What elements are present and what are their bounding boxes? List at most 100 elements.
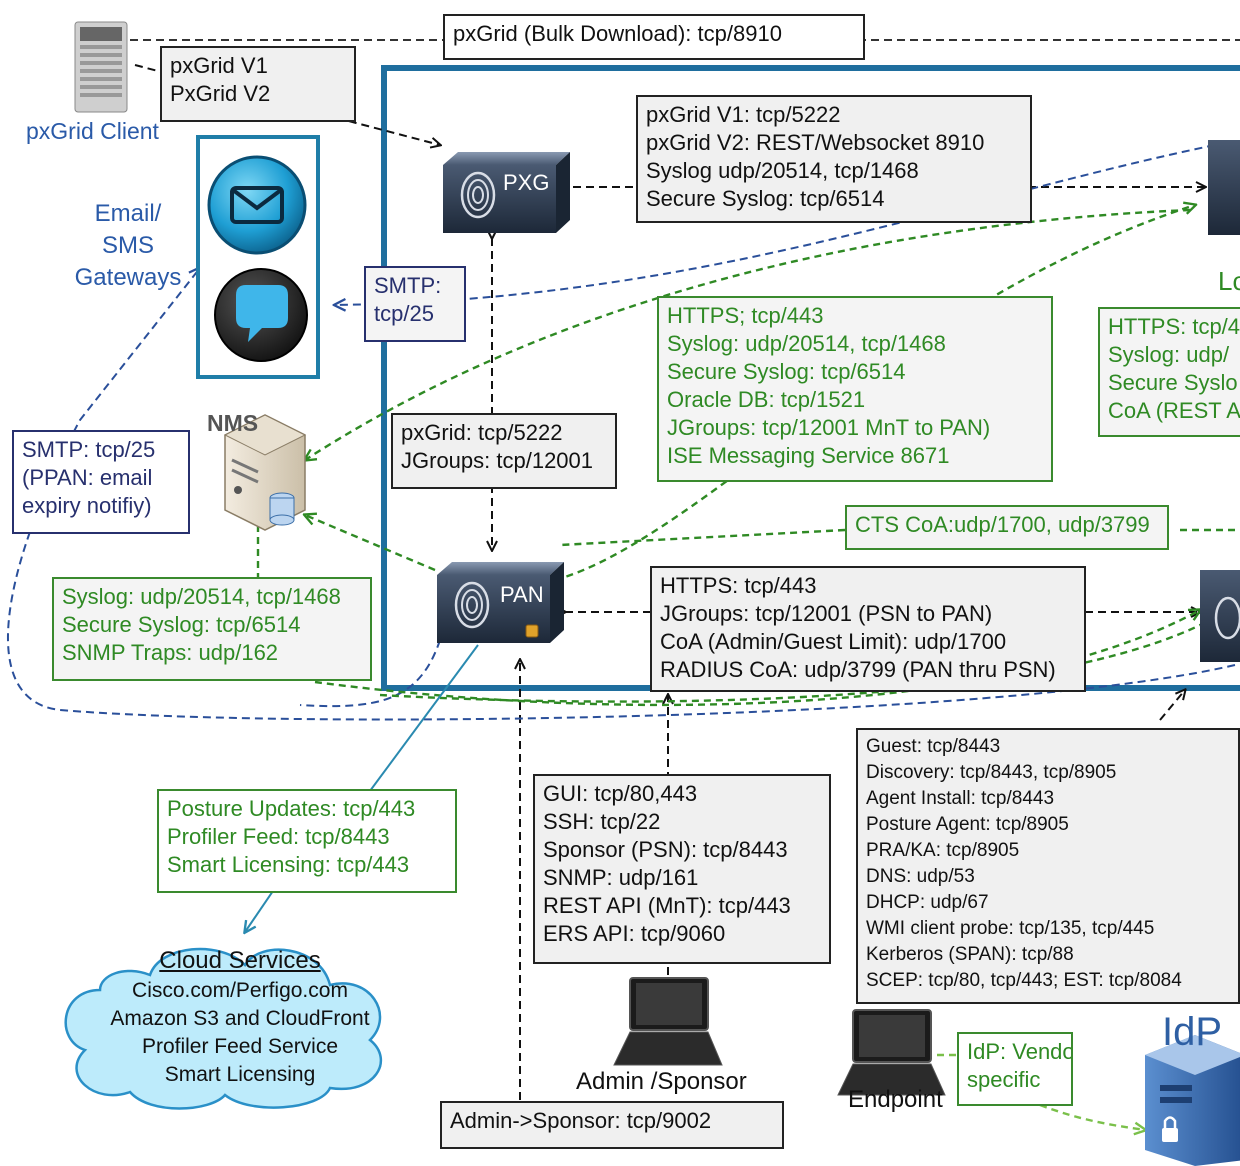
- pan-psn-line-4: RADIUS CoA: udp/3799 (PAN thru PSN): [660, 657, 1056, 682]
- pxg-ports-box: pxGrid V1: tcp/5222 pxGrid V2: REST/Webs…: [636, 95, 1032, 223]
- cloud-icon: [64, 947, 383, 1110]
- https-line-5: JGroups: tcp/12001 MnT to PAN): [667, 415, 991, 440]
- admin-port-1: GUI: tcp/80,443: [543, 781, 698, 806]
- email-sms-line-1: Email/: [94, 200, 162, 227]
- endpoint-label: Endpoint: [848, 1086, 943, 1113]
- nms-syslog-line-1: Syslog: udp/20514, tcp/1468: [62, 584, 341, 609]
- pxgrid-v1-text: pxGrid V1: [170, 53, 268, 78]
- nms-syslog-line-2: Secure Syslog: tcp/6514: [62, 612, 301, 637]
- cloud-title: Cloud Services: [159, 947, 321, 974]
- pxg-port-1: pxGrid V1: tcp/5222: [646, 102, 841, 127]
- endpoint-port-2: Discovery: tcp/8443, tcp/8905: [866, 762, 1117, 783]
- smtp-box: SMTP: tcp/25: [364, 266, 466, 342]
- connector-pan-psn-green: [559, 528, 1235, 547]
- connector-pan-cloud-2: [245, 887, 276, 932]
- admin-port-5: REST API (MnT): tcp/443: [543, 893, 791, 918]
- connector-endpoint-to-psn: [1159, 690, 1185, 721]
- cloud-line-4: Smart Licensing: [164, 1063, 316, 1086]
- pan-appliance-icon: [437, 562, 564, 643]
- endpoint-port-4: Posture Agent: tcp/8905: [866, 814, 1069, 835]
- https-line-2: Syslog: udp/20514, tcp/1468: [667, 331, 946, 356]
- pan-psn-line-2: JGroups: tcp/12001 (PSN to PAN): [660, 601, 993, 626]
- connector-psn-smtp: [335, 144, 1216, 305]
- endpoint-port-6: DNS: udp/53: [866, 866, 975, 887]
- bulk-download-text: pxGrid (Bulk Download): tcp/8910: [453, 21, 782, 46]
- pan-label: PAN: [500, 582, 544, 607]
- idp-label: IdP: [1162, 1010, 1223, 1054]
- cloud-line-2: Amazon S3 and CloudFront: [110, 1007, 370, 1030]
- pxg-port-2: pxGrid V2: REST/Websocket 8910: [646, 130, 985, 155]
- posture-line-1: Posture Updates: tcp/443: [167, 796, 416, 821]
- idp-vendor-line-1: IdP: Vendor: [967, 1039, 1073, 1064]
- psn-partial-label: Lc: [1218, 266, 1240, 296]
- pxgrid-v2-text: PxGrid V2: [170, 81, 271, 106]
- email-sms-line-2: SMS: [101, 232, 154, 259]
- pxgrid-jgroups-box: pxGrid: tcp/5222 JGroups: tcp/12001: [391, 413, 617, 489]
- email-sms-label: Email/ SMS Gateways: [60, 198, 196, 294]
- admin-port-2: SSH: tcp/22: [543, 809, 661, 834]
- idp-vendor-box: IdP: Vendor specific: [957, 1032, 1073, 1106]
- posture-line-3: Smart Licensing: tcp/443: [167, 852, 410, 877]
- nms-label: NMS: [207, 410, 259, 436]
- admin-port-3: Sponsor (PSN): tcp/8443: [543, 837, 788, 862]
- admin-port-6: ERS API: tcp/9060: [543, 921, 726, 946]
- server-icon: [74, 21, 128, 113]
- endpoint-laptop-icon: [837, 1009, 946, 1096]
- https-line-6: ISE Messaging Service 8671: [667, 443, 950, 468]
- https-line-1: HTTPS; tcp/443: [667, 303, 824, 328]
- cts-coa-box: CTS CoA:udp/1700, udp/3799: [845, 505, 1169, 550]
- pxgrid-jgroups-line-1: pxGrid: tcp/5222: [401, 420, 563, 445]
- nms-syslog-box: Syslog: udp/20514, tcp/1468 Secure Syslo…: [52, 577, 372, 681]
- endpoint-port-3: Agent Install: tcp/8443: [866, 788, 1055, 809]
- pxg-appliance-icon: [443, 152, 570, 233]
- endpoint-port-9: Kerberos (SPAN): tcp/88: [866, 944, 1074, 965]
- pan-psn-box: HTTPS: tcp/443 JGroups: tcp/12001 (PSN t…: [650, 566, 1086, 692]
- connector-psn-nms-green: [305, 208, 1191, 460]
- nms-server-icon: [223, 414, 307, 531]
- endpoint-port-7: DHCP: udp/67: [866, 892, 989, 913]
- endpoint-port-10: SCEP: tcp/80, tcp/443; EST: tcp/8084: [866, 970, 1182, 991]
- smtp-ppan-line-3: expiry notifiy): [22, 493, 152, 518]
- cloud-line-3: Profiler Feed Service: [141, 1035, 339, 1058]
- pan-psn-line-1: HTTPS: tcp/443: [660, 573, 817, 598]
- smtp-line-2: tcp/25: [374, 301, 434, 326]
- connector-ppan-email: [7, 268, 1236, 721]
- pxgrid-versions-box: pxGrid V1 PxGrid V2: [160, 46, 356, 122]
- pxgrid-jgroups-line-2: JGroups: tcp/12001: [401, 448, 594, 473]
- laptop-icon: [613, 977, 723, 1066]
- psn-partial-line-4: CoA (REST A: [1108, 398, 1240, 423]
- email-icon: [207, 155, 307, 255]
- psn-ports-partial-box: HTTPS: tcp/4 Syslog: udp/ Secure Syslo C…: [1098, 307, 1240, 437]
- psn-partial-line-3: Secure Syslo: [1108, 370, 1238, 395]
- pxg-port-4: Secure Syslog: tcp/6514: [646, 186, 885, 211]
- psn-partial-line-1: HTTPS: tcp/4: [1108, 314, 1240, 339]
- connector-bottom-green-2: [379, 618, 1211, 703]
- cts-coa-text: CTS CoA:udp/1700, udp/3799: [855, 512, 1150, 537]
- https-line-4: Oracle DB: tcp/1521: [667, 387, 866, 412]
- chat-icon: [214, 268, 308, 362]
- admin-sponsor-port-box: Admin->Sponsor: tcp/9002: [440, 1101, 784, 1149]
- psn-partial-line-2: Syslog: udp/: [1108, 342, 1230, 367]
- smtp-line-1: SMTP:: [374, 273, 442, 298]
- endpoint-port-5: PRA/KA: tcp/8905: [866, 840, 1020, 861]
- admin-ports-box: GUI: tcp/80,443 SSH: tcp/22 Sponsor (PSN…: [533, 774, 831, 964]
- endpoint-port-8: WMI client probe: tcp/135, tcp/445: [866, 918, 1155, 939]
- endpoint-ports-box: Guest: tcp/8443 Discovery: tcp/8443, tcp…: [856, 728, 1240, 1004]
- endpoint-port-1: Guest: tcp/8443: [866, 736, 1001, 757]
- posture-box: Posture Updates: tcp/443 Profiler Feed: …: [157, 789, 457, 893]
- idp-vendor-line-2: specific: [967, 1067, 1041, 1092]
- pxg-port-3: Syslog udp/20514, tcp/1468: [646, 158, 919, 183]
- admin-sponsor-port-text: Admin->Sponsor: tcp/9002: [450, 1108, 712, 1133]
- pan-psn-line-3: CoA (Admin/Guest Limit): udp/1700: [660, 629, 1007, 654]
- smtp-ppan-line-2: (PPAN: email: [22, 465, 153, 490]
- psn-appliance-icon: [1200, 140, 1240, 662]
- admin-sponsor-label: Admin /Sponsor: [576, 1068, 747, 1095]
- connector-pan-blue: [299, 639, 441, 708]
- https-line-3: Secure Syslog: tcp/6514: [667, 359, 906, 384]
- nms-syslog-line-3: SNMP Traps: udp/162: [62, 640, 279, 665]
- pxg-label: PXG: [503, 170, 550, 195]
- smtp-ppan-box: SMTP: tcp/25 (PPAN: email expiry notifiy…: [12, 430, 190, 534]
- connector-pan-nms-green: [305, 515, 436, 572]
- idp-server-icon: [1145, 1035, 1240, 1166]
